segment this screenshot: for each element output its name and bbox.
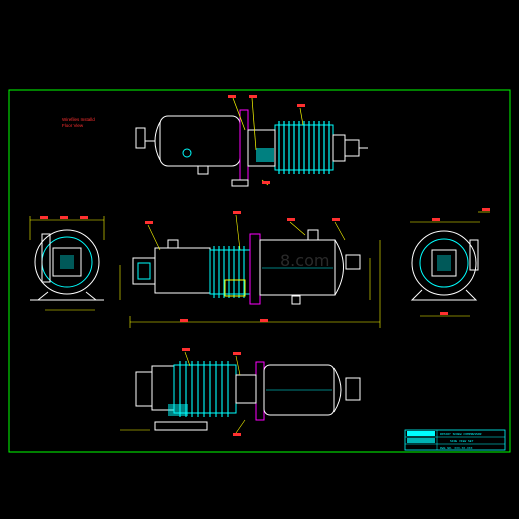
title-block-logo bbox=[407, 431, 435, 436]
title-block-frame bbox=[404, 429, 506, 451]
drawing-border bbox=[8, 89, 511, 453]
top-view-fins bbox=[278, 121, 330, 174]
title-block-row-2: SIDE VIEW SET bbox=[450, 440, 474, 443]
right-end-view bbox=[410, 208, 490, 317]
main-side-view bbox=[119, 211, 381, 328]
note-line-2: Floor View bbox=[62, 123, 84, 128]
title-block-row-1: ROTARY SCREW COMPRESSOR bbox=[440, 433, 482, 436]
watermark: 8.com bbox=[280, 251, 329, 270]
main-separator-vessel bbox=[259, 239, 336, 296]
left-end-view bbox=[29, 216, 105, 311]
bottom-view-flange bbox=[255, 361, 265, 421]
left-end-shell bbox=[34, 229, 100, 295]
top-view-shell bbox=[159, 115, 241, 167]
bottom-view bbox=[120, 348, 361, 436]
title-block: ROTARY SCREW COMPRESSOR SIDE VIEW SET DW… bbox=[404, 429, 506, 451]
main-suction-housing bbox=[154, 247, 211, 294]
note-line-1: Wirefiles Installd bbox=[62, 117, 95, 122]
main-flange bbox=[249, 233, 261, 305]
top-view bbox=[135, 95, 368, 187]
bottom-view-vessel bbox=[263, 364, 335, 416]
right-end-shell bbox=[411, 230, 477, 296]
title-block-row-3: DWG NO. XXX-XX-XXX bbox=[440, 447, 473, 450]
